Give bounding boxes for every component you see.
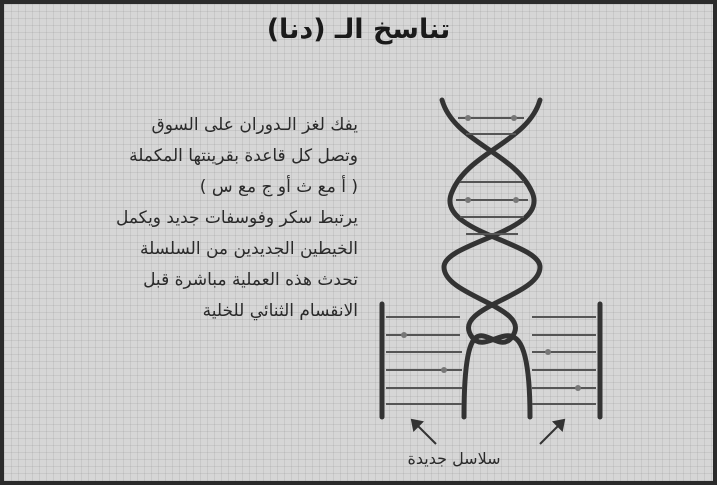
slide-title: تناسخ الـ (دنا)	[4, 14, 713, 45]
base-node	[465, 115, 471, 121]
arrow-left	[416, 424, 436, 444]
text-line: وتصل كل قاعدة بقرينتها المكملة	[42, 141, 358, 172]
text-line: الخيطين الجديدين من السلسلة	[42, 234, 358, 265]
base-node	[465, 197, 471, 203]
base-node	[441, 367, 447, 373]
text-line: يفك لغز الـدوران على السوق	[42, 110, 358, 141]
text-line: الانقسام الثنائي للخلية	[42, 296, 358, 327]
new-chains-caption: سلاسل جديدة	[399, 449, 509, 468]
text-line: ( أ مع ث أو ج مع س )	[42, 172, 358, 203]
dna-strand-right	[450, 100, 540, 417]
base-node	[401, 332, 407, 338]
base-node	[545, 349, 551, 355]
base-node	[511, 115, 517, 121]
dna-replication-diagram	[364, 92, 624, 452]
text-line: يرتبط سكر وفوسفات جديد ويكمل	[42, 203, 358, 234]
base-node	[513, 197, 519, 203]
text-line: تحدث هذه العملية مباشرة قبل	[42, 265, 358, 296]
arrow-right	[540, 424, 560, 444]
explanation-text: يفك لغز الـدوران على السوق وتصل كل قاعدة…	[42, 110, 358, 327]
base-node	[575, 385, 581, 391]
